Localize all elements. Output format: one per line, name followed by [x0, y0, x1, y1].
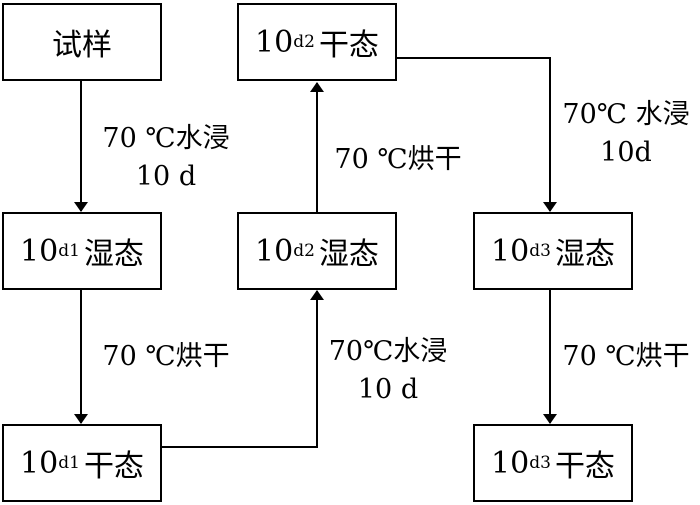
node-wet-d3-num: 10: [491, 233, 530, 269]
node-dry-d2-state: 干态: [318, 28, 379, 63]
node-wet-d3-state: 湿态: [554, 237, 615, 272]
edge-label-line2: 10 d: [135, 161, 197, 192]
edge-label-line1: 70 ℃水浸: [102, 123, 230, 154]
node-dry-d1-state: 干态: [83, 449, 144, 484]
edge-label-dry-d1-to-wet-d2: 70℃水浸 10 d: [318, 333, 458, 409]
arrow-dry-d1-to-wet-d2: [160, 290, 324, 448]
edge-label-sample-to-wet-d1: 70 ℃水浸 10 d: [86, 120, 246, 196]
node-wet-d1-num: 10: [20, 233, 59, 269]
node-dry-d2-num: 10: [255, 24, 294, 60]
node-sample-label: 试样: [52, 28, 112, 63]
node-sample: 试样: [2, 3, 162, 81]
node-wet-d1-sub: d1: [58, 241, 80, 261]
edge-label-line2: 10 d: [357, 374, 419, 405]
edge-label-dry-d2-to-wet-d3: 70℃ 水浸 10d: [552, 96, 700, 172]
node-wet-d1-state: 湿态: [83, 237, 144, 272]
edge-label-wet-d2-to-dry-d2: 70 ℃烘干: [318, 141, 478, 179]
edge-label-line1: 70 ℃烘干: [562, 341, 690, 372]
node-wet-d2-state: 湿态: [318, 237, 379, 272]
edge-label-line1: 70 ℃烘干: [102, 341, 230, 372]
node-dry-d3-state: 干态: [554, 449, 615, 484]
node-dry-d3-sub: d3: [529, 453, 551, 473]
node-dry-d2-sub: d2: [293, 32, 315, 52]
node-wet-d2-num: 10: [255, 233, 294, 269]
node-wet-d2-sub: d2: [293, 241, 315, 261]
node-dry-d1-sub: d1: [58, 453, 80, 473]
edge-label-line2: 10d: [600, 137, 652, 168]
edge-label-line1: 70 ℃烘干: [334, 144, 462, 175]
edge-label-line1: 70℃ 水浸: [562, 99, 690, 130]
edge-label-line1: 70℃水浸: [328, 336, 448, 367]
edge-label-wet-d3-to-dry-d3: 70 ℃烘干: [552, 338, 700, 376]
node-dry-d1-num: 10: [20, 445, 59, 481]
node-dry-d3-num: 10: [491, 445, 530, 481]
arrow-dry-d2-to-wet-d3: [397, 57, 557, 212]
node-wet-d3-sub: d3: [529, 241, 551, 261]
edge-label-wet-d1-to-dry-d1: 70 ℃烘干: [86, 338, 246, 376]
